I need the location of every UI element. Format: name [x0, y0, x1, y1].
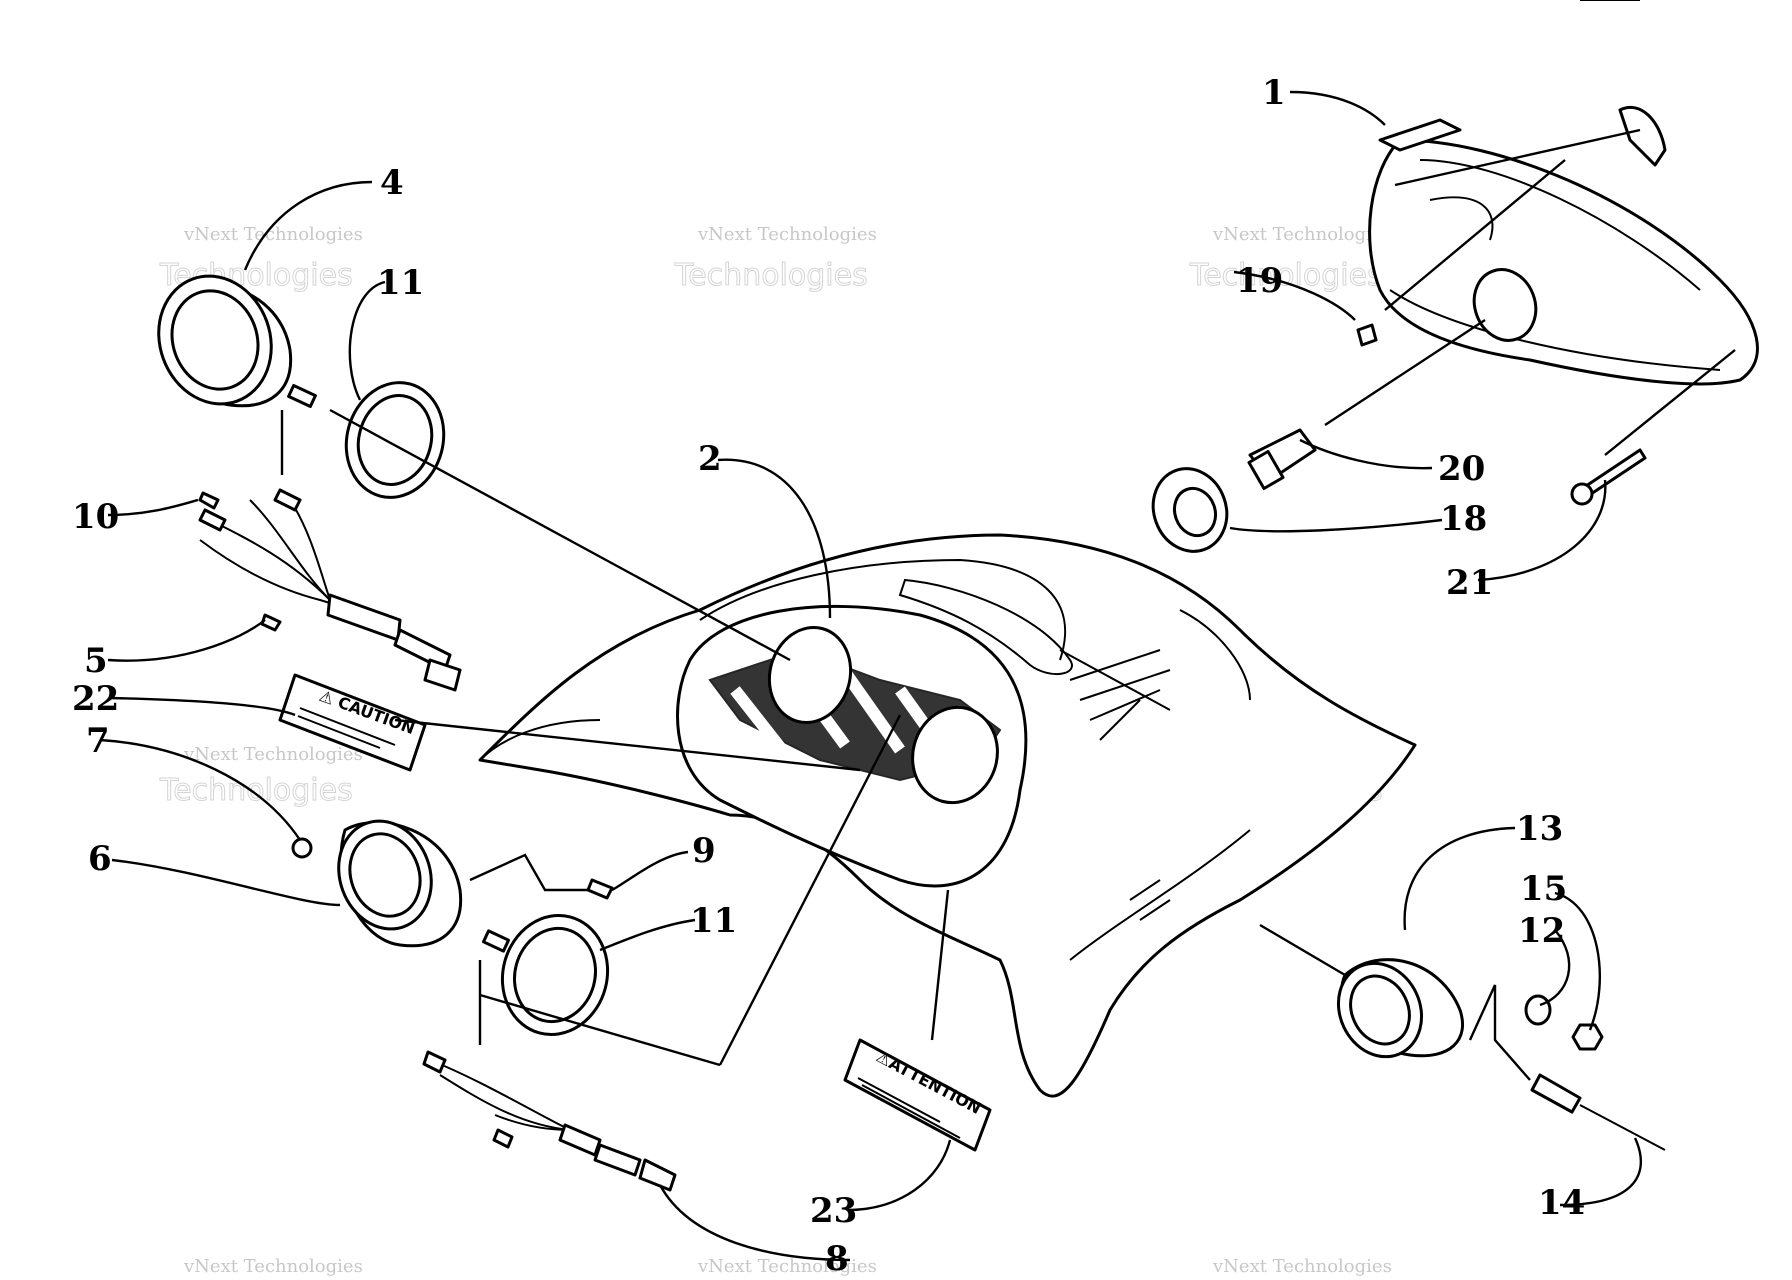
callout-12: 12: [1518, 911, 1565, 951]
callout-10: 10: [72, 497, 119, 537]
callout-20: 20: [1438, 449, 1485, 489]
svg-text:vNext Technologies: vNext Technologies: [183, 224, 363, 245]
svg-text:Technologies: Technologies: [159, 773, 353, 808]
callout-11-lower: 11: [690, 901, 737, 941]
svg-text:vNext Technologies: vNext Technologies: [697, 224, 877, 245]
assembly-lines: [280, 128, 1736, 1081]
headlight-housing: [1368, 105, 1759, 386]
gauge-fuel: [1336, 958, 1465, 1059]
callout-18: 18: [1440, 499, 1487, 539]
screw-19: [1356, 323, 1378, 347]
callout-9: 9: [692, 831, 716, 871]
sender-14: [1530, 1073, 1666, 1151]
callout-4: 4: [380, 163, 404, 203]
svg-text:vNext Technologies: vNext Technologies: [697, 1256, 877, 1277]
watermark: vNext Technologies: [183, 1256, 363, 1277]
svg-text:Technologies: Technologies: [674, 258, 868, 293]
washer-12: [1524, 994, 1552, 1026]
callout-23: 23: [810, 1191, 857, 1231]
headlight-bulb: [1247, 428, 1317, 490]
gauge-speedometer: [157, 274, 317, 409]
callout-15: 15: [1520, 869, 1567, 909]
gauge-tachometer: [337, 819, 511, 953]
callout-7: 7: [86, 721, 110, 761]
bulb-10: [198, 491, 220, 510]
bulb-9: [586, 878, 614, 900]
nut-15: [1571, 1023, 1604, 1051]
console-housing: [478, 533, 1417, 1098]
callout-22: 22: [72, 679, 119, 719]
wiring-harness-upper: [198, 488, 462, 692]
callout-19: 19: [1236, 261, 1283, 301]
svg-text:vNext Technologies: vNext Technologies: [1212, 224, 1392, 245]
callout-labels: 1 2 4 11 10 5 22 7 6 9 11 19 20 18 21 13…: [72, 73, 1585, 1279]
callout-13: 13: [1516, 809, 1563, 849]
wiring-harness-lower: [422, 1050, 677, 1192]
bulb-7: [291, 837, 313, 859]
svg-text:vNext Technologies: vNext Technologies: [183, 1256, 363, 1277]
bezel-ring-lower: [500, 914, 610, 1036]
svg-text:vNext Technologies: vNext Technologies: [183, 744, 363, 765]
svg-text:Technologies: Technologies: [1189, 258, 1383, 293]
callout-21: 21: [1446, 563, 1493, 603]
watermark: vNext Technologies: [697, 1256, 877, 1277]
callout-5: 5: [84, 641, 108, 681]
callout-11-upper: 11: [377, 263, 424, 303]
callout-2: 2: [698, 439, 722, 479]
bezel-ring-upper: [344, 381, 446, 499]
attention-decal: ⚠ATTENTION: [843, 1038, 992, 1152]
bolt-21: [1570, 0, 1647, 506]
callout-8: 8: [825, 1239, 849, 1279]
leader-lines: [99, 90, 1643, 1262]
callout-1: 1: [1262, 73, 1286, 113]
callout-6: 6: [88, 839, 112, 879]
housing-socket: [1472, 268, 1538, 342]
svg-text:vNext Technologies: vNext Technologies: [1212, 1256, 1392, 1277]
callout-14: 14: [1538, 1183, 1585, 1223]
watermark: vNext Technologies: [1212, 1256, 1392, 1277]
bulb-socket-ring: [1151, 467, 1229, 553]
